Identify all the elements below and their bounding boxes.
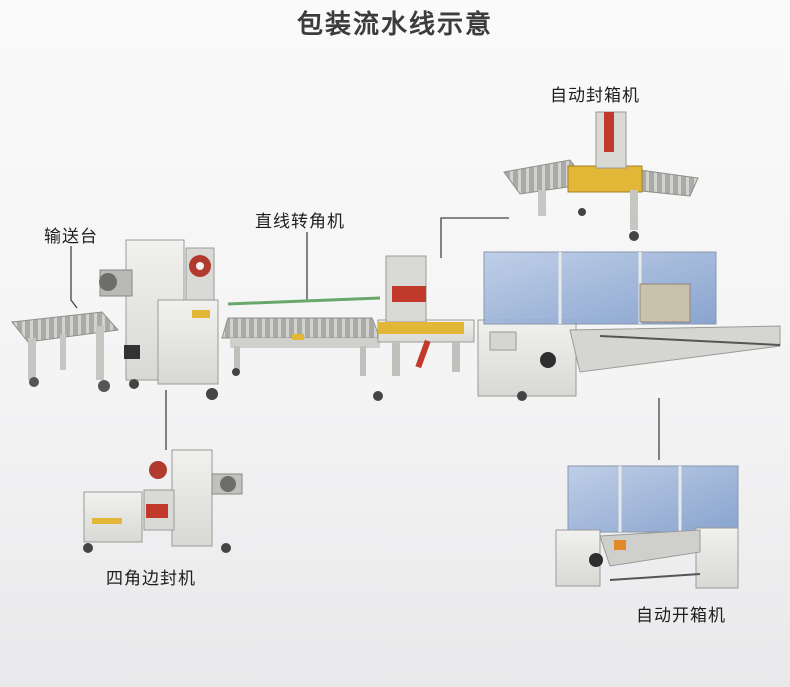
leader-lines bbox=[70, 217, 660, 460]
middle-sealer-machine bbox=[377, 255, 475, 376]
label-auto-erector: 自动开箱机 bbox=[636, 606, 726, 626]
corner-conveyor-machine bbox=[221, 296, 383, 401]
leader-conveyor bbox=[70, 246, 78, 309]
label-conveyor: 输送台 bbox=[44, 227, 98, 247]
label-auto-sealer: 自动封箱机 bbox=[550, 86, 640, 106]
conveyor-table-machine bbox=[11, 311, 119, 392]
label-four-corner-sealer: 四角边封机 bbox=[106, 569, 196, 589]
auto-erector-machine bbox=[555, 465, 739, 589]
diagram-title: 包装流水线示意 bbox=[296, 10, 493, 40]
auto-sealer-machine bbox=[503, 111, 699, 241]
label-corner-machine: 直线转角机 bbox=[255, 212, 345, 232]
main-sealer-machine bbox=[99, 239, 219, 400]
case-erector-machine bbox=[477, 251, 781, 401]
leader-auto-sealer bbox=[440, 217, 509, 258]
four-corner-sealer-machine bbox=[83, 449, 243, 553]
